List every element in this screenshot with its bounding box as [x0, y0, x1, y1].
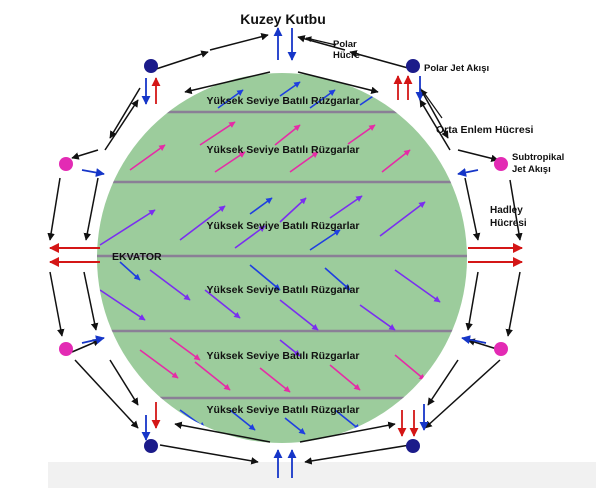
polar-jet-label: Polar Jet Akışı — [424, 63, 489, 74]
hadley-cell-label: Hadley — [490, 205, 523, 216]
jet-stream-node-icon — [59, 157, 73, 171]
wind-arrow-icon — [129, 121, 411, 173]
jet-stream-node-icon — [494, 157, 508, 171]
jet-stream-node-icon — [494, 342, 508, 356]
subtropical-jet-label: Subtropikal — [512, 152, 564, 163]
band-label: Yüksek Seviye Batılı Rüzgarlar — [207, 95, 360, 107]
jet-stream-node-icon — [406, 439, 420, 453]
wind-arrow-icon — [99, 195, 426, 249]
jet-stream-node-icon — [406, 59, 420, 73]
equator-label: EKVATOR — [112, 251, 162, 263]
earth-globe — [97, 73, 467, 443]
jet-nodes — [59, 59, 508, 453]
wind-arrow-icon — [119, 261, 351, 291]
band-label: Yüksek Seviye Batılı Rüzgarlar — [207, 220, 360, 232]
band-label: Yüksek Seviye Batılı Rüzgarlar — [207, 144, 360, 156]
annotation-pointers — [305, 36, 443, 119]
band-label: Yüksek Seviye Batılı Rüzgarlar — [207, 350, 360, 362]
circulation-frame — [47, 33, 523, 465]
hadley-cell-label: Hücresi — [490, 218, 527, 229]
polar-cell-label: Polar — [333, 39, 357, 50]
page-title: Kuzey Kutbu — [240, 11, 326, 27]
mid-latitude-cell-label: Orta Enlem Hücresi — [436, 124, 534, 136]
subtropical-jet-label: Jet Akışı — [512, 164, 551, 175]
wind-arrow-icon — [139, 337, 426, 393]
wind-arrow-icon — [279, 339, 301, 357]
polar-cell-label: Hücre — [333, 50, 360, 61]
jet-stream-node-icon — [144, 439, 158, 453]
jet-stream-node-icon — [144, 59, 158, 73]
band-label: Yüksek Seviye Batılı Rüzgarlar — [207, 404, 360, 416]
jet-stream-node-icon — [59, 342, 73, 356]
footer-bar — [48, 462, 596, 488]
wind-arrow-icon — [249, 197, 341, 251]
band-labels: Yüksek Seviye Batılı Rüzgarlar Yüksek Se… — [207, 95, 360, 416]
band-label: Yüksek Seviye Batılı Rüzgarlar — [207, 284, 360, 296]
equator-arrows — [49, 243, 523, 267]
node-arrows — [81, 27, 487, 478]
wind-arrow-icon — [99, 269, 441, 331]
wind-arrows — [99, 81, 441, 435]
